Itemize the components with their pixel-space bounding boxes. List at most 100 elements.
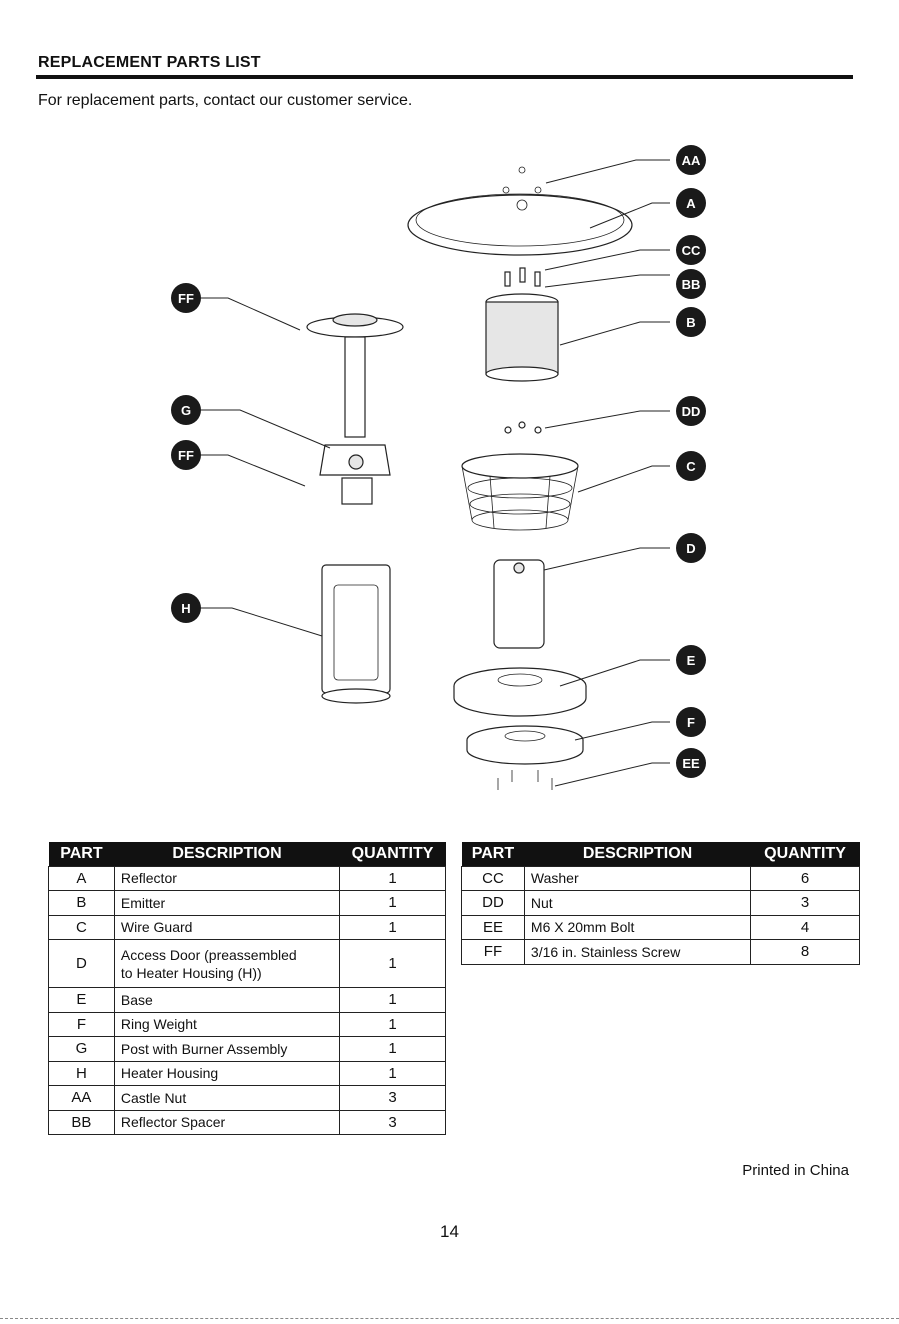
page-title: REPLACEMENT PARTS LIST [38,54,261,71]
callout-b: B [676,307,706,337]
printed-in-note: Printed in China [742,1162,849,1179]
part-quantity: 8 [750,939,860,965]
svg-text:B: B [686,315,695,330]
nuts-drawing [504,421,542,434]
intro-text: For replacement parts, contact our custo… [38,92,413,109]
bottom-dashed-rule [0,1318,899,1319]
svg-text:FF: FF [178,291,194,306]
svg-text:E: E [687,653,696,668]
part-code: E [48,987,115,1013]
header-quantity: QUANTITY [339,842,446,866]
heater-housing-drawing [321,564,391,704]
table-header-row: PART DESCRIPTION QUANTITY [461,842,860,866]
callout-aa: AA [676,145,706,175]
callout-g: G [171,395,201,425]
callout-ee: EE [676,748,706,778]
part-quantity: 1 [339,1060,446,1086]
part-code: D [48,939,115,988]
callout-d: D [676,533,706,563]
part-description: Reflector [113,865,341,891]
part-description: Emitter [113,890,341,916]
svg-text:A: A [686,196,696,211]
svg-text:F: F [687,715,695,730]
svg-text:BB: BB [682,277,701,292]
part-code: EE [461,914,525,940]
emitter-drawing [485,293,559,382]
part-code: C [48,914,115,940]
part-quantity: 1 [339,1036,446,1062]
part-code: G [48,1036,115,1062]
callout-e: E [676,645,706,675]
part-code: H [48,1060,115,1086]
wire-guard-drawing [461,453,579,531]
part-quantity: 1 [339,865,446,891]
part-quantity: 1 [339,987,446,1013]
callout-cc: CC [676,235,706,265]
post-burner-drawing [306,313,404,505]
header-part: PART [461,842,525,866]
part-code: AA [48,1085,115,1111]
part-description: Nut [523,890,752,916]
part-code: F [48,1011,115,1037]
reflector-drawing [407,166,633,256]
svg-text:CC: CC [682,243,701,258]
part-quantity: 4 [750,914,860,940]
part-quantity: 1 [339,1011,446,1037]
page-number: 14 [440,1222,459,1241]
part-code: B [48,890,115,916]
part-description: Castle Nut [113,1085,341,1111]
svg-text:AA: AA [682,153,701,168]
part-quantity: 3 [750,890,860,916]
part-code: A [48,865,115,891]
header-part: PART [48,842,115,866]
svg-text:EE: EE [682,756,700,771]
part-quantity: 3 [339,1109,446,1135]
part-description: M6 X 20mm Bolt [523,914,752,940]
part-description: Ring Weight [113,1011,341,1037]
part-quantity: 6 [750,865,860,891]
callout-a: A [676,188,706,218]
part-quantity: 1 [339,890,446,916]
header-quantity: QUANTITY [750,842,860,866]
part-quantity: 3 [339,1085,446,1111]
part-description: Washer [523,865,752,891]
callout-h: H [171,593,201,623]
bolts-drawing [497,770,553,790]
part-description: Wire Guard [113,914,341,940]
callout-f: F [676,707,706,737]
callout-c: C [676,451,706,481]
part-code: FF [461,939,525,965]
table-header-row: PART DESCRIPTION QUANTITY [48,842,446,866]
part-description: 3/16 in. Stainless Screw [523,939,752,965]
exploded-parts-diagram: AA A CC BB B DD C D E F EE FF G FF H [171,145,706,790]
callout-ff-bottom: FF [171,440,201,470]
header-description: DESCRIPTION [114,842,340,866]
svg-text:FF: FF [178,448,194,463]
spacers-drawing [504,267,541,287]
description-line-1: Access Door (preassembled [120,946,297,963]
callout-bb: BB [676,269,706,299]
description-line-2: to Heater Housing (H)) [120,964,262,981]
ring-weight-drawing [466,725,584,765]
header-description: DESCRIPTION [524,842,751,866]
part-code: BB [48,1109,115,1135]
callout-dd: DD [676,396,706,426]
part-quantity: 1 [339,939,446,988]
part-description: Heater Housing [113,1060,341,1086]
